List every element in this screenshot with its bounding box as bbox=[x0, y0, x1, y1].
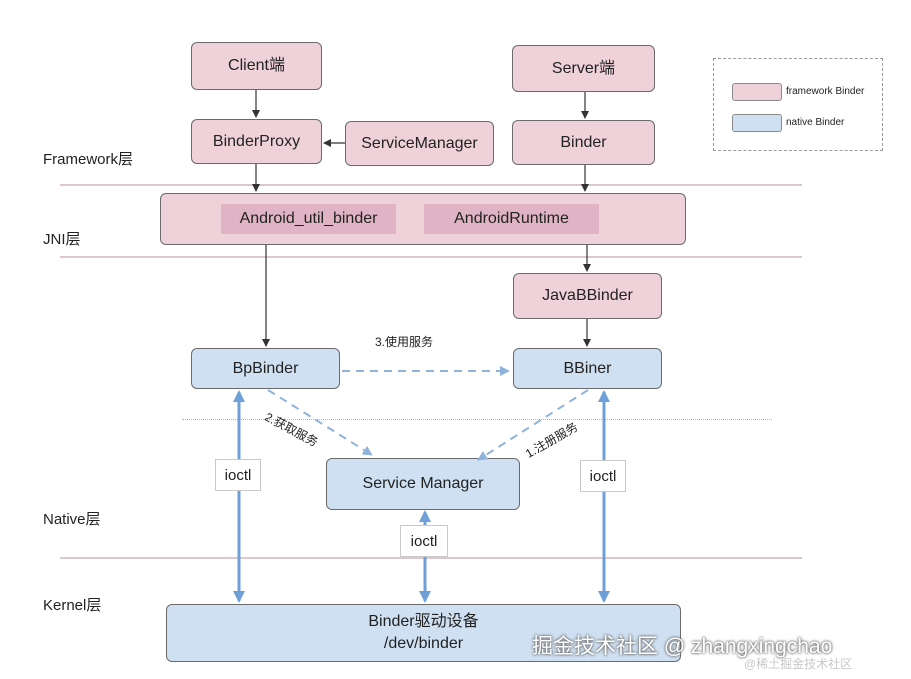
separator-dotted bbox=[182, 419, 772, 420]
legend-label-native: native Binder bbox=[786, 117, 845, 128]
java-bbinder-node: JavaBBinder bbox=[513, 273, 662, 319]
layer-label-native: Native层 bbox=[43, 511, 101, 528]
separator-native-kernel bbox=[60, 557, 802, 559]
ioctl-label-right: ioctl bbox=[580, 460, 626, 492]
bbiner-node: BBiner bbox=[513, 348, 662, 389]
legend-swatch-native bbox=[732, 114, 782, 132]
layer-label-framework: Framework层 bbox=[43, 151, 134, 168]
bp-binder-node: BpBinder bbox=[191, 348, 340, 389]
arrow-register-service bbox=[477, 389, 589, 461]
service-manager-java-node: ServiceManager bbox=[345, 121, 494, 166]
binder-node: Binder bbox=[512, 120, 655, 165]
layer-label-kernel: Kernel层 bbox=[43, 597, 102, 614]
separator-framework-jni bbox=[60, 184, 802, 186]
separator-jni-native bbox=[60, 256, 802, 258]
binder-proxy-node: BinderProxy bbox=[191, 119, 322, 164]
ioctl-label-left: ioctl bbox=[215, 459, 261, 491]
layer-label-jni: JNI层 bbox=[43, 231, 81, 248]
label-use-service: 3.使用服务 bbox=[375, 335, 434, 349]
binder-driver-title: Binder驱动设备 bbox=[368, 613, 479, 630]
android-runtime-node: AndroidRuntime bbox=[424, 204, 599, 234]
android-util-binder-node: Android_util_binder bbox=[221, 204, 396, 234]
client-node: Client端 bbox=[191, 42, 322, 90]
ioctl-label-center: ioctl bbox=[400, 525, 448, 557]
watermark-main: 掘金技术社区 @ zhangxingchao bbox=[532, 635, 833, 658]
legend: framework Binder native Binder bbox=[713, 58, 883, 151]
arrow-get-service bbox=[267, 389, 373, 456]
legend-label-framework: framework Binder bbox=[786, 86, 865, 97]
service-manager-native-node: Service Manager bbox=[326, 458, 520, 510]
binder-driver-node: Binder驱动设备 /dev/binder bbox=[166, 604, 681, 662]
server-node: Server端 bbox=[512, 45, 655, 92]
legend-swatch-framework bbox=[732, 83, 782, 101]
watermark-sub: @稀土掘金技术社区 bbox=[744, 657, 853, 671]
binder-driver-path: /dev/binder bbox=[383, 635, 464, 652]
